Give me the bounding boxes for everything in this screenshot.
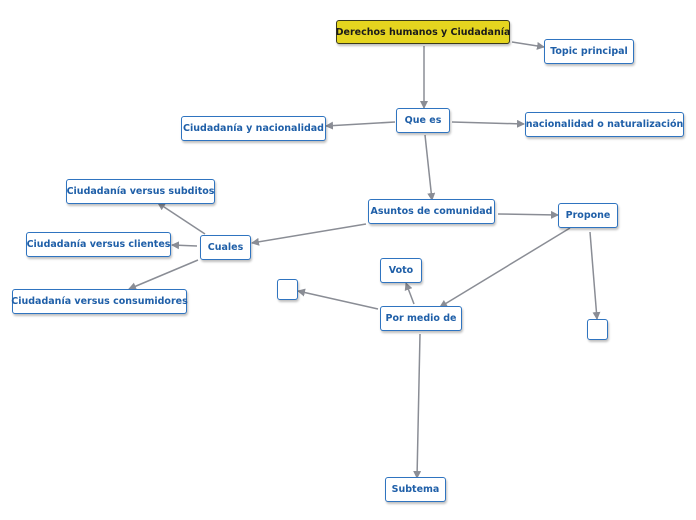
node-subtema[interactable]: Subtema bbox=[385, 477, 446, 502]
edge-cuales-subditos bbox=[157, 202, 206, 235]
node-root[interactable]: Derechos humanos y Ciudadanía bbox=[336, 20, 510, 44]
node-cuales[interactable]: Cuales bbox=[200, 235, 251, 260]
edge-asuntos-propone bbox=[497, 210, 559, 219]
edge-pormedio-voto bbox=[404, 282, 415, 305]
node-versus-clientes[interactable]: Ciudadanía versus clientes bbox=[26, 232, 171, 257]
node-asuntos-comunidad[interactable]: Asuntos de comunidad bbox=[368, 199, 495, 224]
node-topic-principal[interactable]: Topic principal bbox=[544, 39, 634, 64]
node-nacionalidad-naturalizacion[interactable]: nacionalidad o naturalización bbox=[525, 112, 684, 137]
edge-cuales-clientes bbox=[171, 241, 198, 250]
node-voto[interactable]: Voto bbox=[380, 258, 422, 283]
node-empty-right[interactable] bbox=[587, 319, 608, 340]
edge-propone-pormedio bbox=[439, 227, 571, 308]
edge-quees-asuntos bbox=[424, 134, 436, 201]
edge-root-topic bbox=[511, 41, 545, 50]
node-propone[interactable]: Propone bbox=[558, 203, 618, 228]
edge-pormedio-blank1 bbox=[297, 288, 379, 310]
node-empty-left[interactable] bbox=[277, 279, 298, 300]
edge-pormedio-subtema bbox=[413, 333, 422, 479]
node-que-es[interactable]: Que es bbox=[396, 108, 450, 133]
edge-quees-ciudnac bbox=[325, 121, 396, 130]
node-versus-consumidores[interactable]: Ciudadanía versus consumidores bbox=[11, 289, 188, 314]
edge-asuntos-cuales bbox=[251, 223, 367, 246]
edge-quees-nacnat bbox=[451, 119, 525, 128]
node-versus-subditos[interactable]: Ciudadanía versus subditos bbox=[66, 179, 215, 204]
edge-propone-blank2 bbox=[589, 231, 601, 320]
node-por-medio-de[interactable]: Por medio de bbox=[380, 306, 462, 331]
edge-cuales-consumidores bbox=[128, 259, 199, 290]
node-ciudadania-nacionalidad[interactable]: Ciudadanía y nacionalidad bbox=[181, 116, 326, 141]
